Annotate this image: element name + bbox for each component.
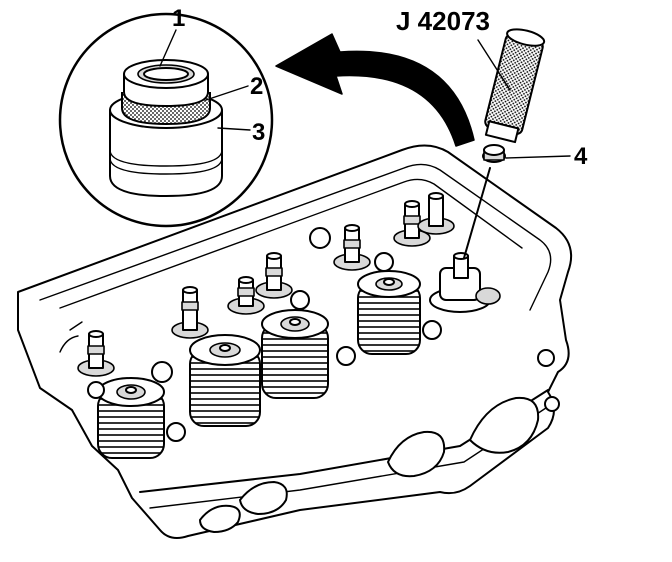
rocker-studs <box>59 227 442 442</box>
valve-springs <box>97 270 421 459</box>
installer-tool <box>463 28 546 259</box>
valve-stem <box>393 200 431 247</box>
tool-label: J 42073 <box>396 6 490 36</box>
valve-spring <box>261 309 329 399</box>
valve-stems <box>77 192 501 377</box>
valve-stem <box>417 192 455 235</box>
valve-stem <box>255 252 293 299</box>
valve-spring <box>97 377 165 459</box>
valve-stem <box>77 330 115 377</box>
valve-seal-detail <box>109 59 223 197</box>
callout-4: 4 <box>574 143 588 170</box>
callout-3: 3 <box>252 119 265 146</box>
boss-1 <box>537 349 555 367</box>
valve-stem <box>333 224 371 271</box>
exhaust-ports <box>199 396 540 533</box>
callout-2: 2 <box>250 73 263 100</box>
callout-1: 1 <box>172 5 185 32</box>
leader-lines <box>159 29 571 159</box>
valve-stem <box>227 276 265 315</box>
curved-arrow-icon <box>275 33 475 147</box>
boss-2 <box>544 396 560 412</box>
detail-inset <box>58 12 274 228</box>
valve-spring <box>189 334 261 427</box>
valve-spring <box>357 270 421 355</box>
valve-stem-target <box>429 252 501 313</box>
valve-stem <box>171 286 209 339</box>
